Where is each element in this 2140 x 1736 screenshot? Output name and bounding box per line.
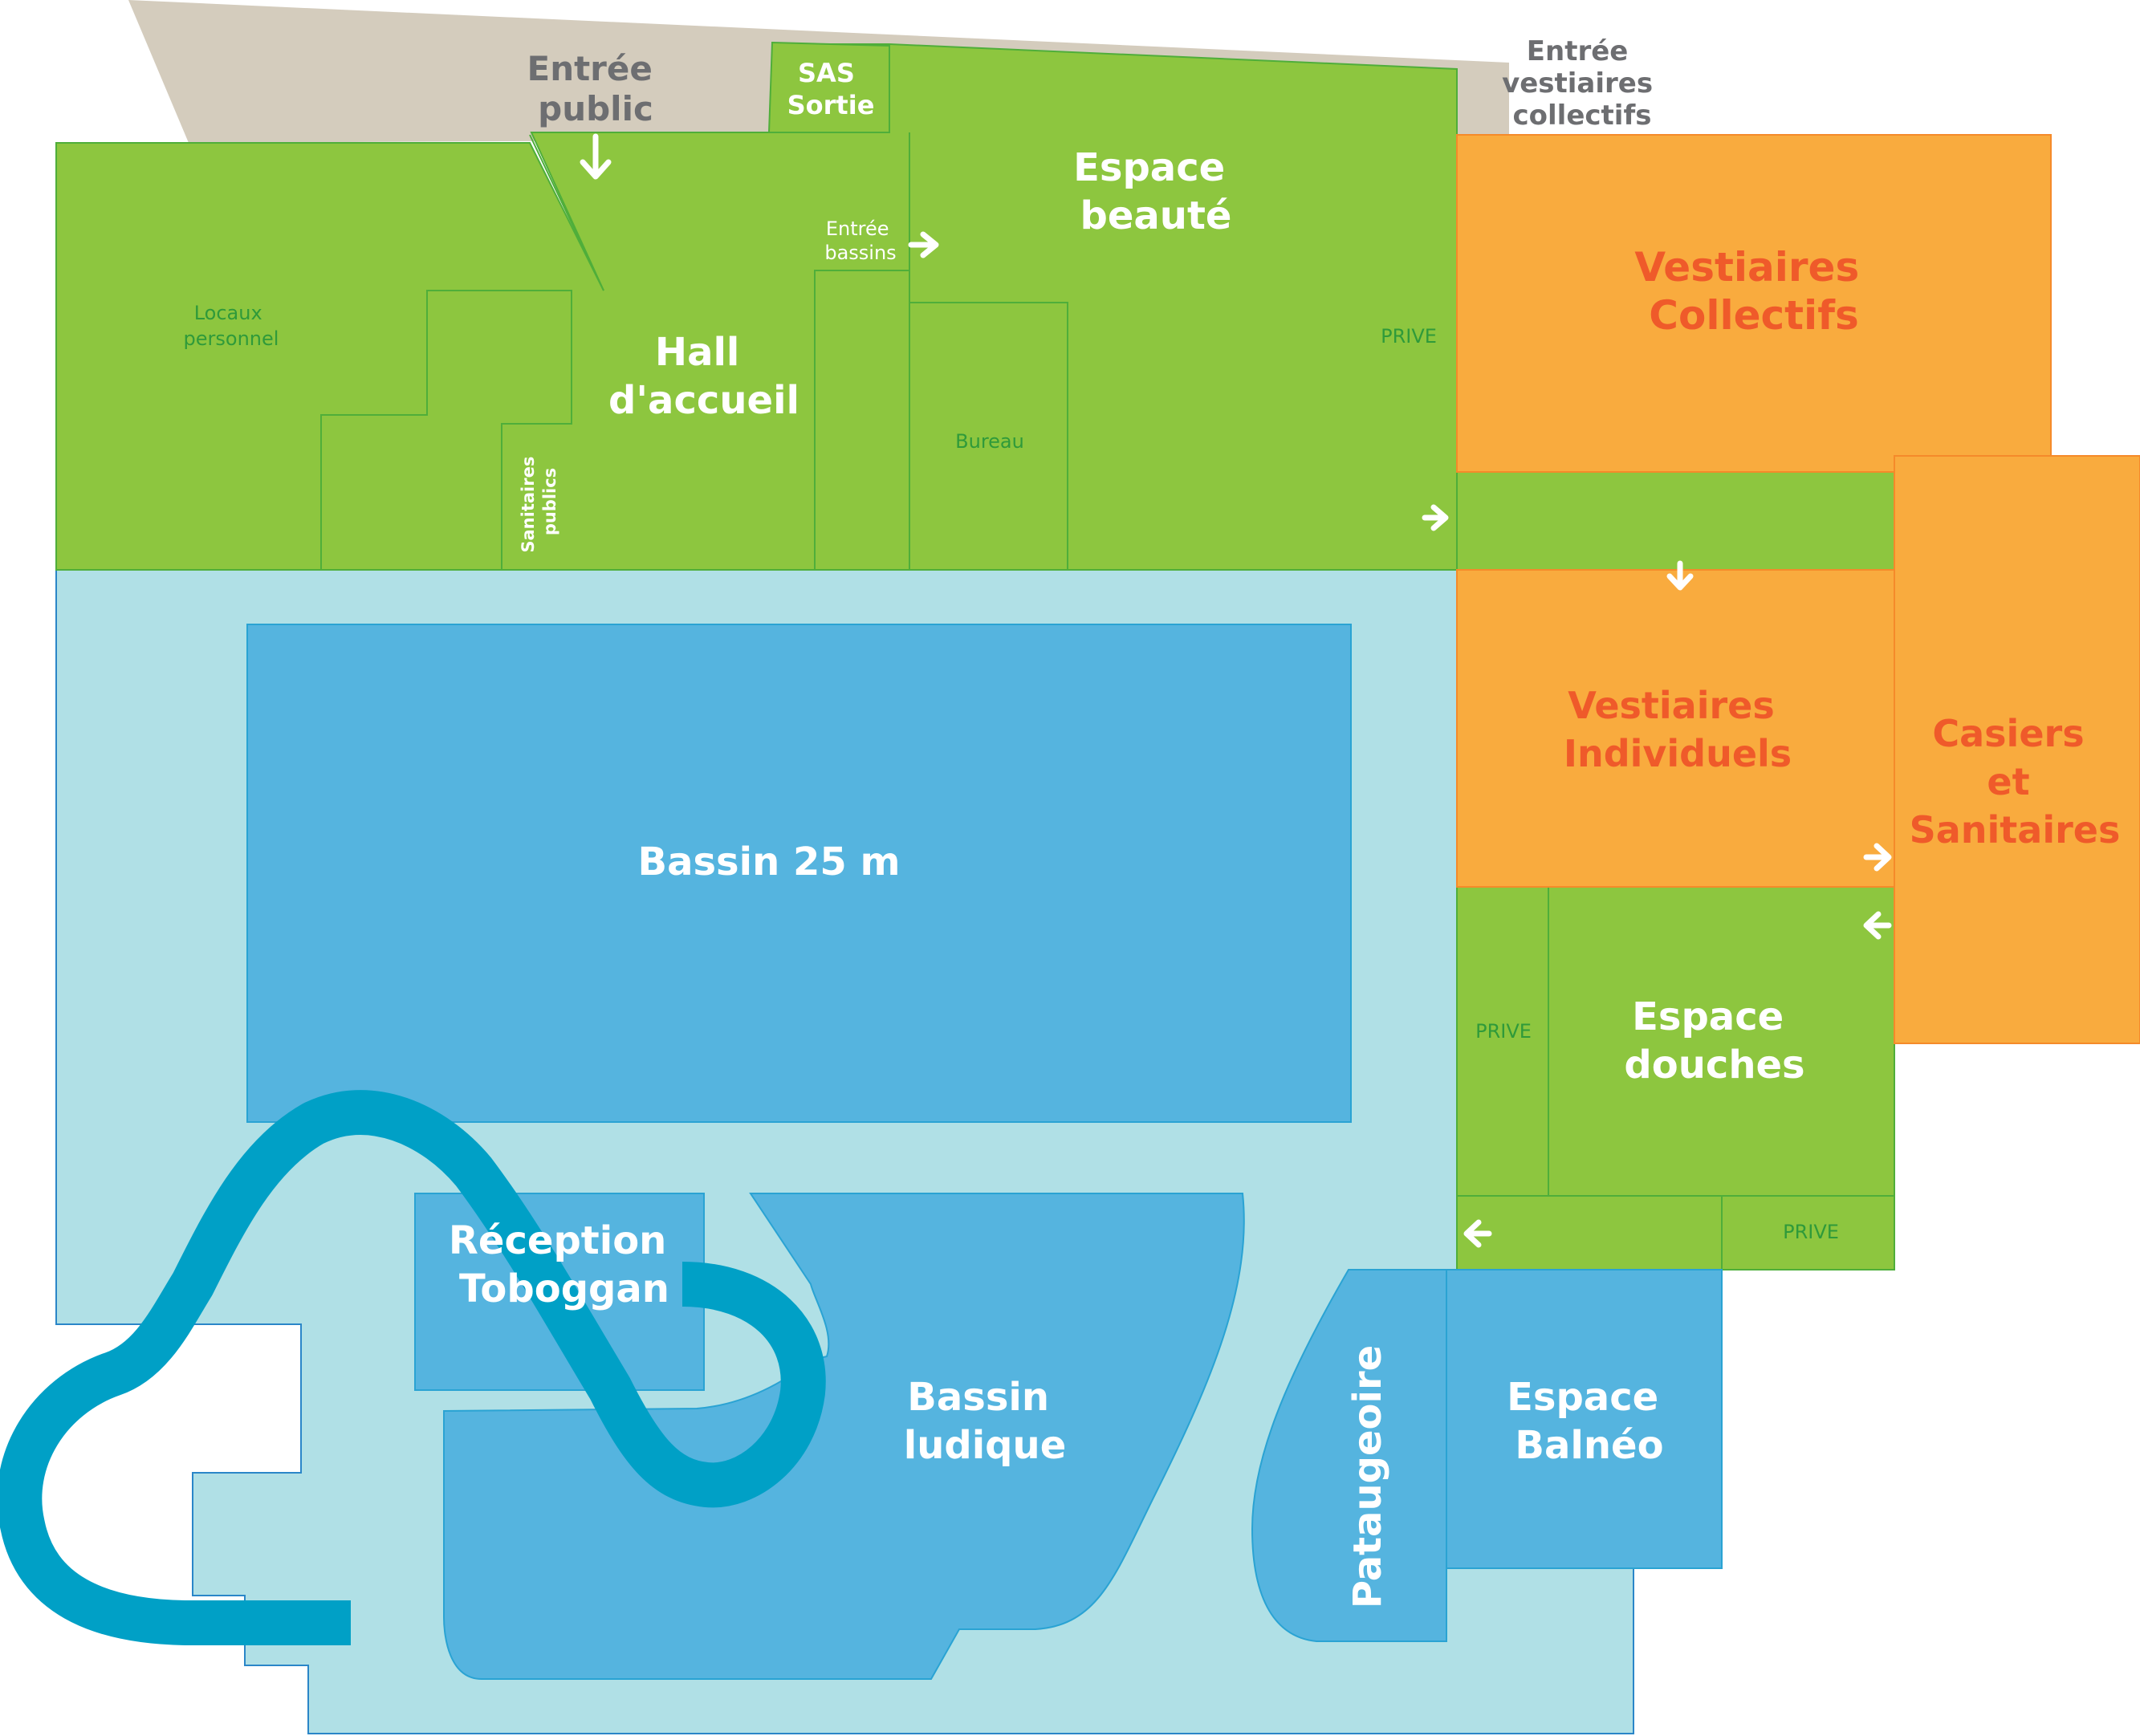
arrow-to-pool [1463,1219,1492,1248]
wall-hall-left [529,134,604,291]
room-vestiaires-collectifs [1456,134,2052,473]
label-entree-public: Entrée public [527,49,665,128]
label-vestiaires-individuels: Vestiaires Individuels [1564,684,1792,775]
room-vestiaires-individuels [1456,569,1895,888]
pool-pataugeoire [1251,1269,1447,1642]
label-bassin-25m: Bassin 25 m [638,840,901,884]
label-prive-bottom: PRIVE [1783,1221,1839,1243]
label-espace-beaute: Espace beauté [1073,145,1239,238]
label-espace-douches: Espace douches [1624,994,1804,1088]
label-vestiaires-collectifs: Vestiaires Collectifs [1634,244,1873,339]
label-hall-accueil: Hall d'accueil [608,330,799,423]
label-entree-bassins: Entrée bassins [824,218,896,264]
zone-prive-left [1456,886,1549,1197]
room-espace-douches [1548,886,1895,1197]
label-bureau: Bureau [955,430,1024,453]
arrow-vestiaires-individuels [1666,560,1694,591]
zone-prive-bottom [1721,1195,1895,1270]
arrow-entree-public [580,133,612,180]
label-prive-left: PRIVE [1475,1020,1532,1043]
label-reception-toboggan: Réception Toboggan [449,1218,680,1311]
corridor-bottom [1456,1195,1723,1270]
arrow-to-casiers [1863,843,1892,872]
wall-locaux [320,290,572,570]
arrow-from-casiers [1863,911,1892,940]
label-sanitaires-publics: Sanitaires publics [519,450,559,552]
label-pataugeoire: Pataugeoire [1345,1345,1390,1608]
label-locaux-personnel: Locaux personnel [184,302,279,350]
corridor-vestiaires [1456,471,1895,571]
label-bassin-ludique: Bassin ludique [904,1375,1067,1468]
pool-espace-balneo [1446,1269,1723,1569]
label-entree-vestiaires: Entrée vestiaires collectifs [1502,35,1662,132]
label-espace-balneo: Espace Balnéo [1507,1375,1672,1468]
arrow-prive-corridor [1422,504,1449,531]
label-sas-sortie: SAS Sortie [787,58,875,120]
room-casiers-sanitaires [1894,455,2140,1044]
pool-bassin-25m [246,624,1352,1123]
label-prive-top: PRIVE [1381,325,1437,348]
wall-hall-right [814,270,909,570]
water-slide [0,1090,826,1645]
wall-bureau [909,302,1068,570]
room-sas-sortie [767,41,890,133]
label-casiers-sanitaires: Casiers et Sanitaires [1910,712,2121,852]
arrow-entree-bassins [908,231,939,258]
